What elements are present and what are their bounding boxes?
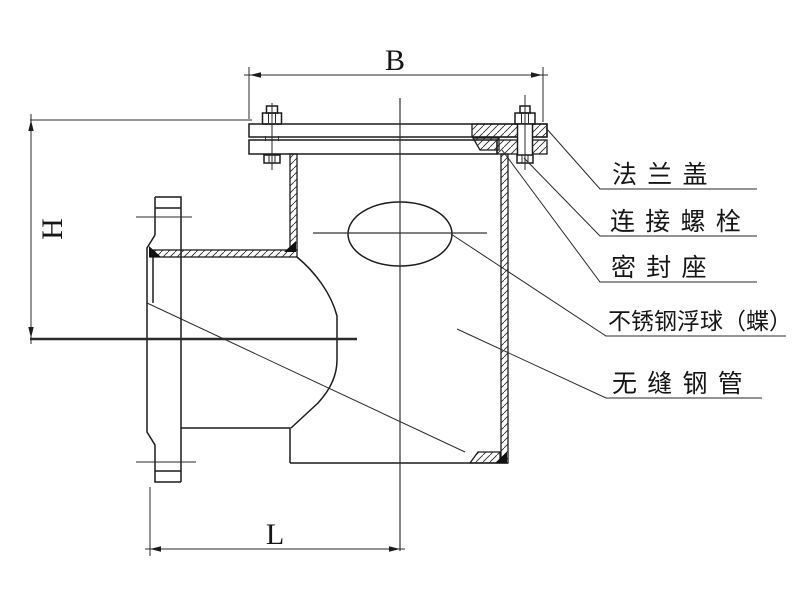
weld-marks	[149, 241, 507, 463]
callout-connecting-bolt: 连 接 螺 栓	[610, 208, 743, 236]
pipe-wall-left	[289, 153, 298, 251]
weld-mark-bottom	[495, 452, 507, 463]
weld-mark-wall	[284, 241, 296, 252]
inlet-bottom-wall	[181, 427, 291, 463]
inlet-pipe-intersection-curve	[290, 256, 338, 429]
callout-float-ball: 不锈钢浮球（蝶）	[608, 309, 792, 334]
centerlines	[30, 98, 401, 551]
inlet-flange-upper	[154, 196, 182, 482]
dimension-label-B: B	[385, 44, 405, 77]
callout-flange-cover: 法 兰 盖	[612, 161, 710, 189]
weld-mark-inlet	[149, 246, 161, 257]
inlet-top-wall	[149, 249, 298, 258]
flange-cover-section-hatch	[471, 123, 548, 138]
callout-leaders	[450, 127, 786, 399]
dimension-L: L	[145, 487, 405, 556]
top-flange-assembly	[248, 123, 548, 155]
leader-flange-cover	[545, 127, 757, 190]
internal-diagonal-line	[146, 302, 466, 453]
leader-bolt	[523, 157, 757, 237]
seal-seat	[471, 137, 500, 151]
leader-steel-pipe	[456, 328, 762, 399]
bottom-seat	[468, 451, 501, 464]
body-flange-plate	[248, 139, 498, 155]
dimension-label-L: L	[266, 518, 284, 551]
leader-float-ball	[450, 233, 786, 337]
dimension-H: H	[28, 114, 252, 344]
inlet-flange-face	[146, 234, 181, 483]
right-bolt	[514, 95, 536, 170]
pipe-wall-right	[500, 153, 509, 464]
callout-seamless-pipe: 无 缝 钢 管	[612, 370, 745, 398]
leader-seal-seat	[501, 149, 757, 283]
callout-labels: 法 兰 盖 连 接 螺 栓 密 封 座 不锈钢浮球（蝶） 无 缝 钢 管	[608, 161, 792, 398]
dimension-label-H: H	[36, 218, 69, 240]
vessel-body	[146, 153, 509, 464]
callout-seal-seat: 密 封 座	[611, 254, 709, 282]
inlet-flange	[136, 196, 196, 483]
left-bolt	[261, 103, 283, 170]
dimension-B: B	[244, 44, 548, 122]
